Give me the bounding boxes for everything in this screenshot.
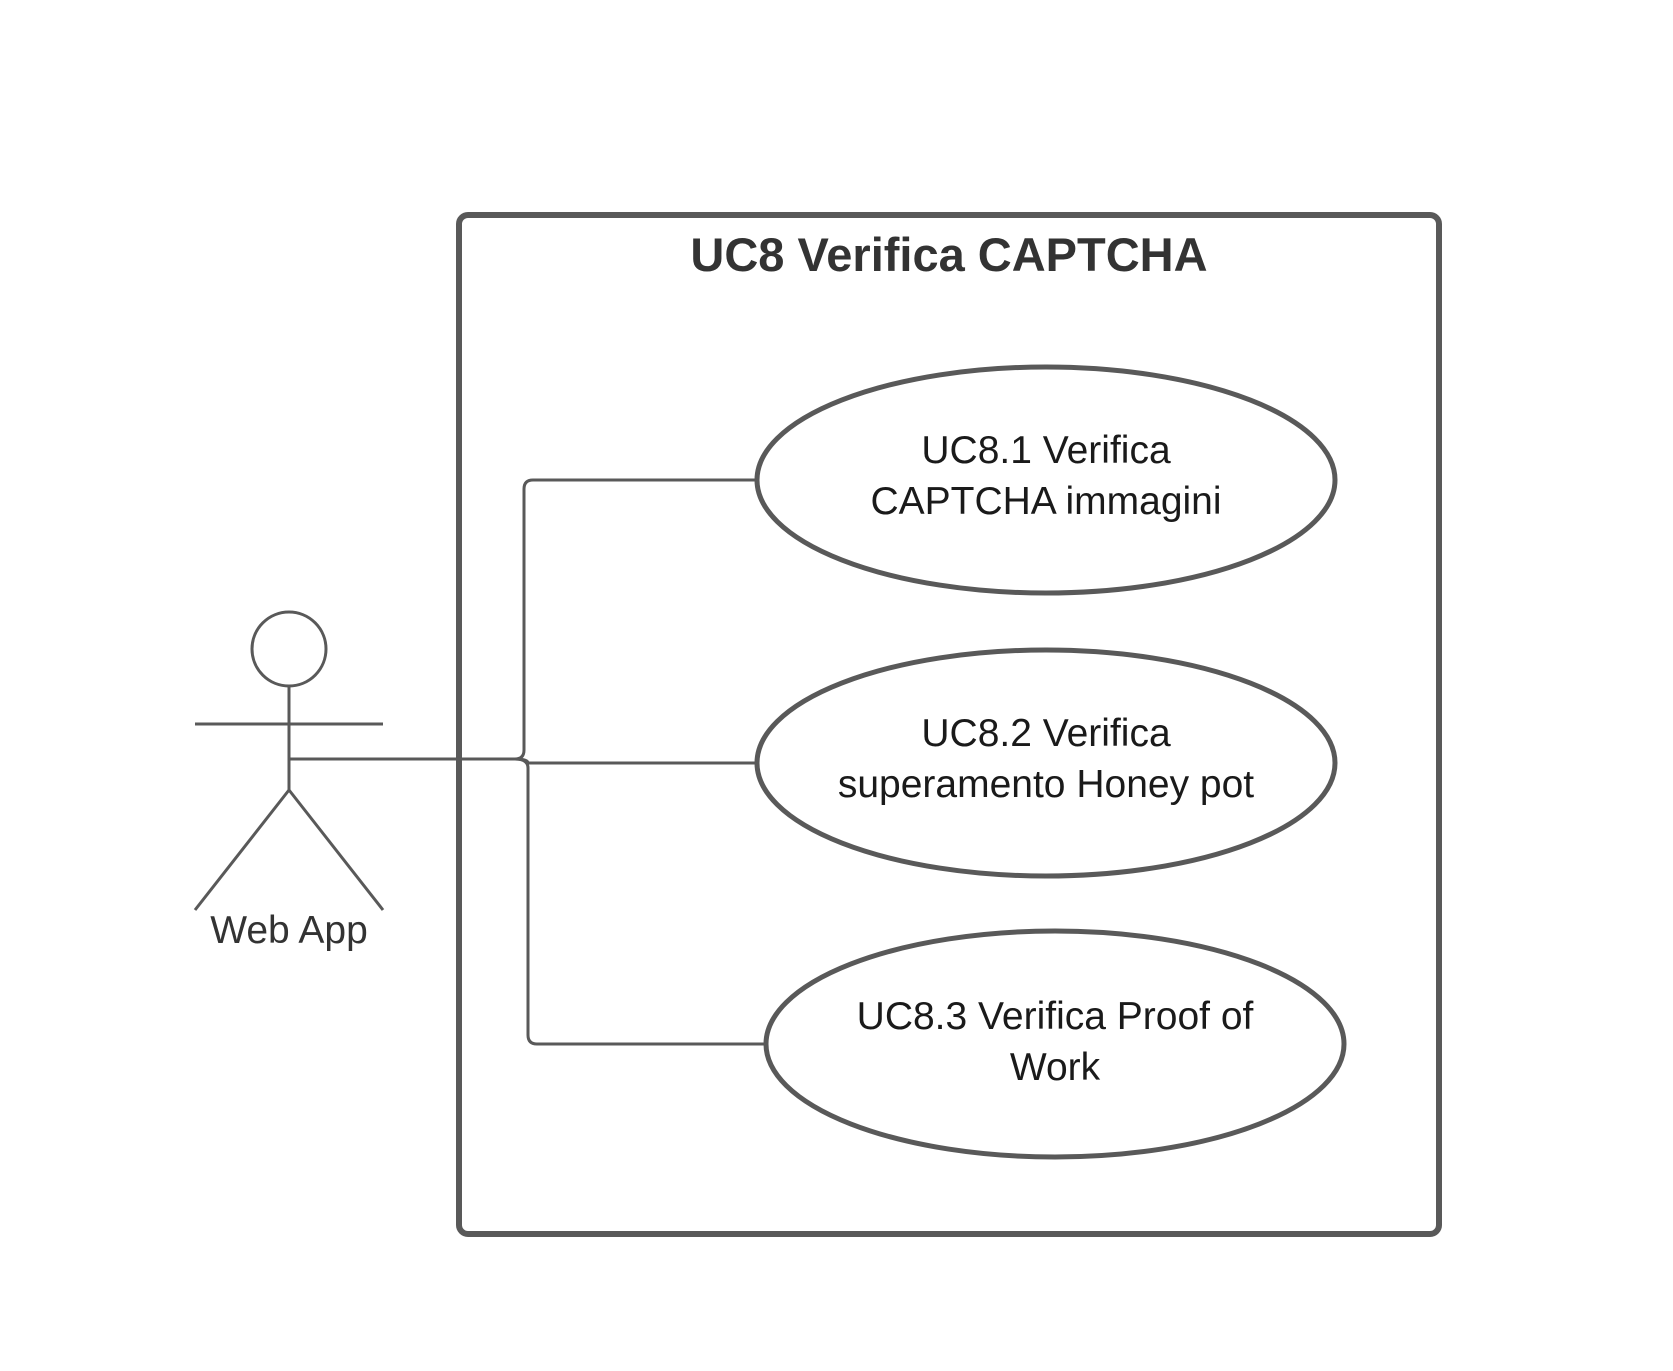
use-case-label-line-1: UC8.1 Verifica (921, 429, 1171, 472)
actor-head (250, 610, 328, 688)
system-title: UC8 Verifica CAPTCHA (690, 228, 1207, 281)
actor-left-leg (193, 789, 291, 911)
use-case-uc8-2[interactable]: UC8.2 Verifica superamento Honey pot (754, 647, 1338, 879)
use-case-label-line-2: Work (1010, 1046, 1101, 1089)
actor-web-app[interactable]: Web App (193, 610, 385, 952)
use-case-label-line-2: superamento Honey pot (838, 763, 1254, 806)
actor-right-leg (287, 789, 385, 911)
use-case-label-line-1: UC8.3 Verifica Proof of (857, 995, 1254, 1038)
use-case-ellipse (763, 928, 1347, 1160)
use-case-uc8-1[interactable]: UC8.1 Verifica CAPTCHA immagini (754, 364, 1338, 596)
association-uc8-3 (514, 757, 766, 1046)
actor-label: Web App (210, 909, 368, 952)
associations (288, 478, 766, 1046)
use-case-ellipse (754, 364, 1338, 596)
use-case-label-line-2: CAPTCHA immagini (870, 480, 1221, 523)
use-case-uc8-3[interactable]: UC8.3 Verifica Proof of Work (763, 928, 1347, 1160)
use-case-label-line-1: UC8.2 Verifica (921, 712, 1171, 755)
use-case-ellipse (754, 647, 1338, 879)
